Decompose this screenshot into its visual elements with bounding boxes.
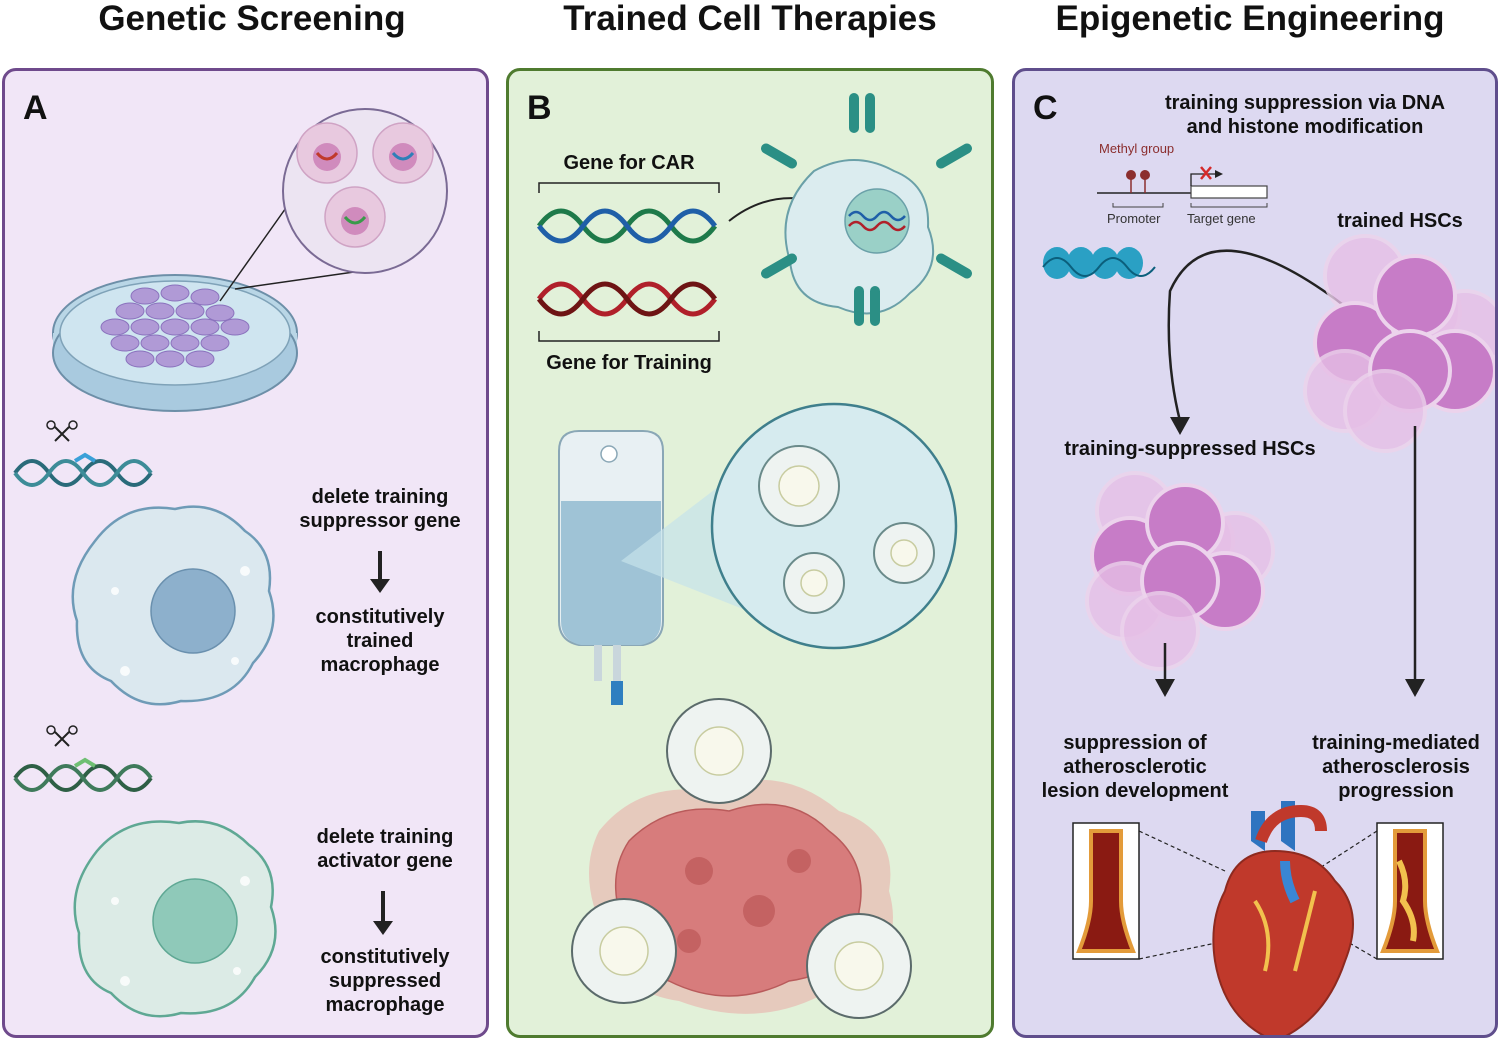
trained-car-cell-icon bbox=[571, 898, 677, 1004]
gene-promoter-diagram bbox=[1097, 166, 1268, 208]
label-training-suppressed-hscs: training-suppressed HSCs bbox=[1064, 438, 1316, 460]
label-promoter: Promoter bbox=[1107, 211, 1161, 226]
label-delete-suppressor: delete training suppressor gene bbox=[299, 486, 461, 532]
label-gene-for-training: Gene for Training bbox=[546, 352, 712, 374]
car-gene-dna-icon bbox=[536, 208, 718, 244]
dna-scissors-icon bbox=[13, 420, 153, 487]
label-trained-macrophage: constitutively trained macrophage bbox=[315, 606, 445, 676]
label-suppressed-macrophage: constitutively suppressed macrophage bbox=[320, 946, 450, 1016]
trained-car-cell-icon bbox=[666, 698, 772, 804]
trained-car-cell-icon bbox=[806, 913, 912, 1019]
label-progression-outcome: training-mediated atherosclerosis progre… bbox=[1312, 732, 1480, 802]
trained-hsc-cluster-icon bbox=[1303, 234, 1495, 453]
heart-icon bbox=[1212, 801, 1354, 1035]
title-trained-cell-therapies: Trained Cell Therapies bbox=[563, 0, 937, 38]
suppressed-hsc-cluster-icon bbox=[1085, 471, 1275, 671]
panel-letter-c: C bbox=[1033, 89, 1058, 127]
dna-scissors-icon bbox=[13, 725, 153, 792]
panel-a-illustration bbox=[13, 108, 448, 1018]
petri-dish-icon bbox=[52, 274, 298, 412]
magnified-cells-icon bbox=[282, 108, 448, 274]
iv-bag-icon bbox=[558, 430, 664, 705]
nucleosome-histone-icon bbox=[1042, 247, 1156, 279]
car-cell-icon bbox=[761, 93, 972, 326]
label-methyl-group: Methyl group bbox=[1099, 141, 1175, 156]
panel-b-illustration bbox=[536, 93, 972, 1019]
suppressed-macrophage-icon bbox=[73, 820, 277, 1018]
label-suppression-outcome: suppression of atherosclerotic lesion de… bbox=[1041, 732, 1229, 802]
panel-genetic-screening: A bbox=[2, 68, 489, 1038]
panel-letter-b: B bbox=[527, 89, 552, 127]
panel-trained-cell-therapies: B bbox=[506, 68, 994, 1038]
panel-c-illustration bbox=[1042, 166, 1495, 1035]
healthy-artery-icon bbox=[1072, 822, 1140, 960]
label-target-gene: Target gene bbox=[1187, 211, 1256, 226]
panel-epigenetic-engineering: C bbox=[1012, 68, 1498, 1038]
training-gene-dna-icon bbox=[536, 281, 718, 317]
trained-macrophage-icon bbox=[71, 505, 275, 706]
magnified-trained-cells-icon bbox=[710, 402, 958, 650]
label-gene-for-car: Gene for CAR bbox=[563, 152, 695, 174]
label-trained-hscs: trained HSCs bbox=[1337, 210, 1463, 232]
label-delete-activator: delete training activator gene bbox=[316, 826, 454, 872]
title-genetic-screening: Genetic Screening bbox=[98, 0, 406, 38]
diseased-artery-icon bbox=[1376, 822, 1444, 960]
label-suppression-mechanism: training suppression via DNA and histone… bbox=[1164, 92, 1446, 138]
title-epigenetic-engineering: Epigenetic Engineering bbox=[1055, 0, 1445, 38]
panel-letter-a: A bbox=[23, 89, 48, 127]
